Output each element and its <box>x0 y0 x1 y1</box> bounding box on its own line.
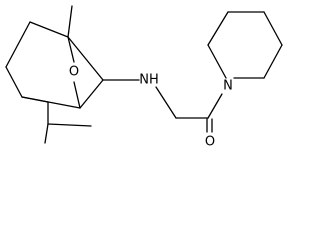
bond-bridgehead-oxygen <box>67 36 75 63</box>
bond-c3-c4 <box>79 79 104 109</box>
bond-quaternary-methyl-down <box>44 123 49 144</box>
bond-oxygen-bridge <box>73 81 81 109</box>
bond-n-c2 <box>207 44 227 79</box>
bond-amine-methylene <box>155 86 177 119</box>
bond-quaternary-methyl-right <box>47 123 92 127</box>
molecular-structure: O NH N O <box>5 5 283 150</box>
bond-bridgehead-c3 <box>67 36 104 81</box>
bond-carbonyl-to-nitrogen <box>207 93 223 119</box>
bicyclic-cage <box>5 5 104 144</box>
bond-c5-c6 <box>263 44 283 79</box>
piperidine-nitrogen-label: N <box>223 79 233 94</box>
amine-nh-label: NH <box>139 73 159 88</box>
carbonyl-oxygen-label: O <box>205 135 215 150</box>
bond-lower-bridge-bridgehead <box>21 96 49 103</box>
piperidine-ring <box>207 11 283 79</box>
bond-methyl-top <box>67 5 73 38</box>
bond-c4-c5 <box>263 11 283 46</box>
bond-c2-c3 <box>207 11 229 46</box>
bond-upper-left-left <box>5 21 31 68</box>
bond-left-lower-left <box>5 66 23 98</box>
aminoacetyl-chain <box>102 79 223 133</box>
ring-oxygen-label: O <box>69 65 79 80</box>
bond-bridgehead-upper-left <box>29 21 69 38</box>
atom-labels: O NH N O <box>69 65 233 150</box>
